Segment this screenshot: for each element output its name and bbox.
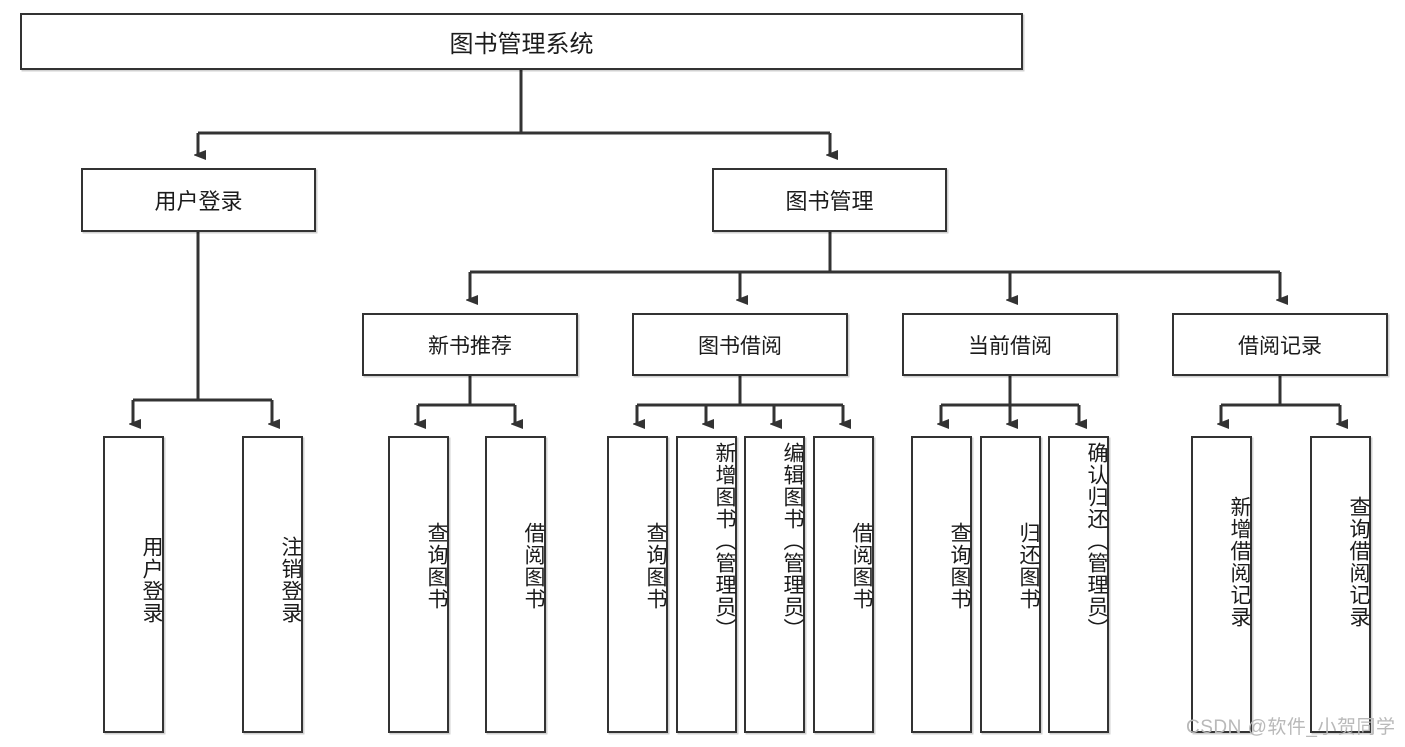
node-label: 新书推荐 (428, 334, 512, 358)
leaf-add-record[interactable]: 新增借阅记录 (1191, 436, 1252, 733)
node-label: 借阅图书 (522, 522, 545, 610)
leaf-confirm-return[interactable]: 确认归还（管理员） (1048, 436, 1109, 733)
node-label: 确认归还（管理员） (1085, 442, 1108, 640)
node-label: 查询图书 (644, 522, 667, 610)
node-label: 当前借阅 (968, 334, 1052, 358)
node-label: 图书管理系统 (449, 31, 594, 58)
node-current-borrow[interactable]: 当前借阅 (902, 313, 1118, 376)
node-new-book-recommend[interactable]: 新书推荐 (362, 313, 578, 376)
node-label: 编辑图书（管理员） (781, 442, 804, 640)
node-label: 用户登录 (154, 189, 243, 214)
node-label: 新增借阅记录 (1228, 496, 1251, 628)
node-label: 图书管理 (785, 189, 874, 214)
leaf-borrow-book-2[interactable]: 借阅图书 (813, 436, 874, 733)
node-label: 用户登录 (140, 536, 163, 624)
node-book-management[interactable]: 图书管理 (712, 168, 947, 232)
leaf-return-book[interactable]: 归还图书 (980, 436, 1041, 733)
leaf-edit-book[interactable]: 编辑图书（管理员） (744, 436, 805, 733)
leaf-query-book-1[interactable]: 查询图书 (388, 436, 449, 733)
leaf-borrow-book-1[interactable]: 借阅图书 (485, 436, 546, 733)
node-borrow-record[interactable]: 借阅记录 (1172, 313, 1388, 376)
leaf-query-book-3[interactable]: 查询图书 (911, 436, 972, 733)
node-user-login[interactable]: 用户登录 (81, 168, 316, 232)
node-label: 查询图书 (948, 522, 971, 610)
node-label: 注销登录 (279, 536, 302, 624)
watermark-text: CSDN @软件_小贺同学 (1186, 717, 1396, 738)
leaf-add-book[interactable]: 新增图书（管理员） (676, 436, 737, 733)
node-root-system[interactable]: 图书管理系统 (20, 13, 1023, 70)
node-label: 图书借阅 (698, 334, 782, 358)
node-label: 查询图书 (425, 522, 448, 610)
node-label: 借阅记录 (1238, 334, 1322, 358)
leaf-query-book-2[interactable]: 查询图书 (607, 436, 668, 733)
leaf-user-login[interactable]: 用户登录 (103, 436, 164, 733)
node-label: 新增图书（管理员） (713, 442, 736, 640)
leaf-query-record[interactable]: 查询借阅记录 (1310, 436, 1371, 733)
node-label: 归还图书 (1017, 522, 1040, 610)
leaf-logout[interactable]: 注销登录 (242, 436, 303, 733)
node-label: 查询借阅记录 (1347, 496, 1370, 628)
node-label: 借阅图书 (850, 522, 873, 610)
node-book-borrow[interactable]: 图书借阅 (632, 313, 848, 376)
